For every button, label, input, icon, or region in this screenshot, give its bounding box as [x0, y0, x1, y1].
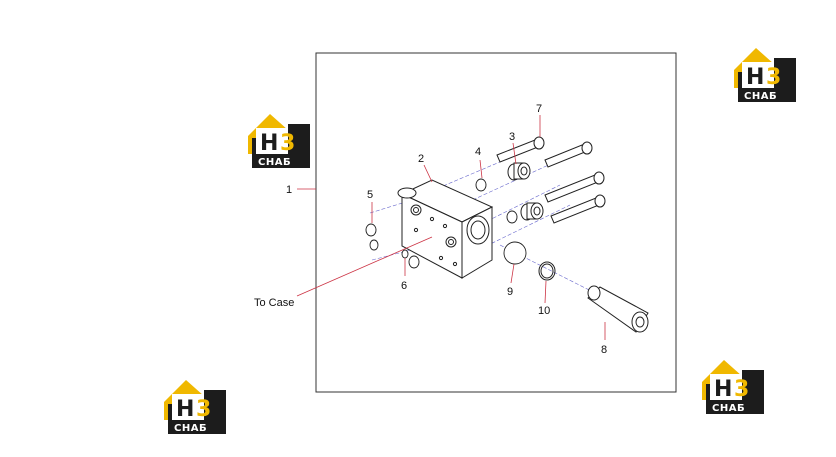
cartridge-handle	[587, 285, 649, 333]
callout-7: 7	[536, 103, 542, 115]
watermark-logo-4	[702, 360, 764, 414]
callout-5: 5	[367, 189, 373, 201]
callout-6: 6	[401, 280, 407, 292]
valve-block	[397, 179, 494, 279]
watermark-logo-1	[248, 114, 310, 168]
callout-2: 2	[418, 153, 424, 165]
fittings	[507, 162, 544, 221]
callout-9: 9	[507, 286, 513, 298]
diagram-frame	[315, 52, 677, 393]
leader-lines	[296, 115, 606, 340]
watermark-logo-2	[734, 48, 796, 102]
seals	[365, 178, 527, 269]
callout-4: 4	[475, 146, 481, 158]
o-ring	[538, 261, 556, 281]
bolts	[496, 136, 606, 224]
callout-8: 8	[601, 344, 607, 356]
callout-1: 1	[286, 184, 292, 196]
watermark-logo-3	[164, 380, 226, 434]
callout-3: 3	[509, 131, 515, 143]
callout-10: 10	[538, 305, 550, 317]
to-case-label: To Case	[254, 297, 294, 309]
